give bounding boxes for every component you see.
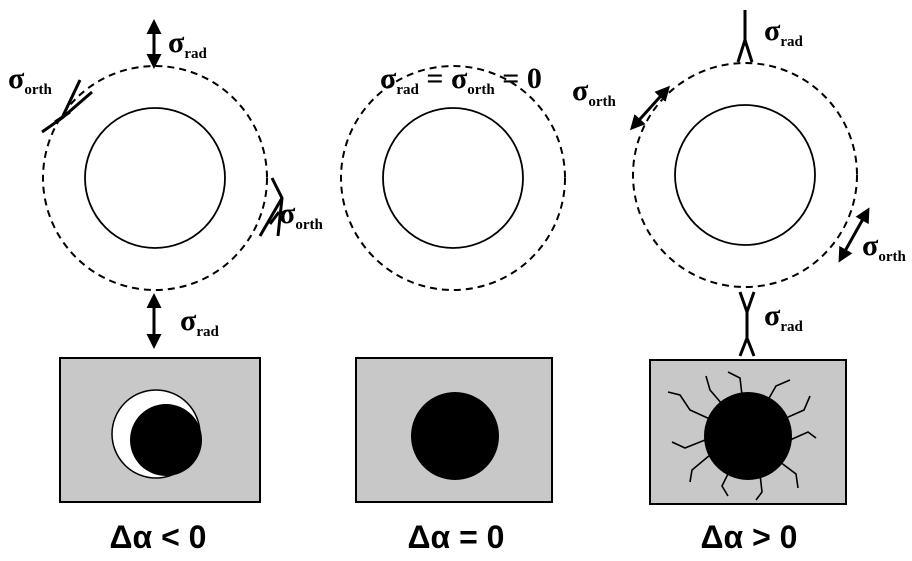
panel-zero: σrad = σorth = 0 Δα = 0 [340,62,566,555]
panel-negative: σrad σrad σorth σorth Δα < 0 [8,19,323,555]
inclusion [411,392,499,480]
sigma-orth-label-right: σorth [862,229,906,265]
orth-stress-arrow-right [838,207,870,263]
inner-circle [84,107,226,249]
outer-dashed-circle [42,65,268,291]
radial-stress-symbol-top [736,10,754,63]
caption-panel-3: Δα > 0 [701,519,798,555]
sigma-orth-label-right: σorth [279,197,323,233]
inner-circle [674,104,816,246]
panel-positive: σrad σorth σorth σrad [572,10,906,555]
caption-panel-2: Δα = 0 [408,519,505,555]
sigma-rad-label-top: σrad [168,26,207,62]
outer-dashed-circle [632,62,858,288]
sigma-equality-label: σrad = σorth = 0 [380,62,542,98]
inclusion [704,392,792,480]
sigma-rad-label-bottom: σrad [764,299,803,335]
sigma-rad-label-top: σrad [764,14,803,50]
orth-stress-arrow-left [629,85,671,131]
sigma-rad-label-bottom: σrad [180,304,219,340]
radial-stress-symbol-bottom [738,291,756,357]
sigma-orth-label-left: σorth [572,74,616,110]
caption-panel-1: Δα < 0 [110,519,207,555]
orth-stress-symbol-upper-left [41,79,93,134]
inclusion [130,404,202,476]
sigma-orth-label-left: σorth [8,62,52,98]
inner-circle [382,107,524,249]
outer-dashed-circle [340,65,566,291]
radial-cracks [667,371,817,501]
orth-stress-symbol-right [258,177,284,237]
